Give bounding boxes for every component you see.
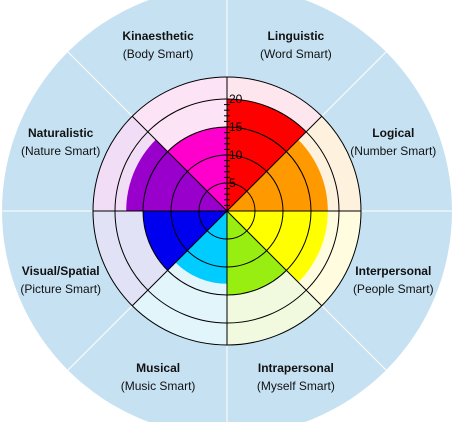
category-name: Naturalistic (28, 126, 94, 141)
radial-divider (131, 115, 228, 212)
category-name: Linguistic (267, 28, 325, 43)
tick-label: 20 (229, 92, 243, 106)
value-sector-visual-spatial (143, 211, 227, 271)
value-sector-interpersonal (227, 211, 328, 283)
value-sector-kinaesthetic (167, 127, 227, 211)
category-subtitle: (Body Smart) (122, 46, 194, 61)
category-label-kinaesthetic: Kinaesthetic (Body Smart) (98, 27, 218, 63)
value-sector-naturalistic (126, 139, 227, 211)
category-name: Musical (136, 361, 181, 376)
category-name: Visual/Spatial (21, 263, 100, 278)
category-name: Kinaesthetic (122, 28, 194, 43)
category-label-linguistic: Linguistic (Word Smart) (236, 27, 356, 63)
radial-divider (226, 210, 323, 307)
category-name: Interpersonal (355, 263, 432, 278)
category-name: Logical (372, 126, 415, 141)
category-label-visual-spatial: Visual/Spatial (Picture Smart) (1, 262, 121, 298)
tick-label: 15 (229, 120, 243, 134)
category-subtitle: (Picture Smart) (20, 281, 102, 296)
radial-divider (131, 210, 228, 307)
category-label-musical: Musical (Music Smart) (98, 359, 218, 395)
category-subtitle: (Myself Smart) (256, 379, 335, 394)
category-subtitle: (Number Smart) (350, 144, 437, 159)
category-subtitle: (People Smart) (352, 281, 434, 296)
category-name: Intrapersonal (257, 361, 334, 376)
category-label-intrapersonal: Intrapersonal (Myself Smart) (236, 359, 356, 395)
category-subtitle: (Nature Smart) (21, 144, 101, 159)
tick-label: 10 (229, 148, 243, 162)
category-label-logical: Logical (Number Smart) (333, 124, 453, 160)
category-subtitle: (Word Smart) (259, 46, 332, 61)
category-label-naturalistic: Naturalistic (Nature Smart) (1, 124, 121, 160)
category-label-interpersonal: Interpersonal (People Smart) (333, 262, 453, 298)
value-sector-intrapersonal (227, 211, 287, 295)
category-subtitle: (Music Smart) (120, 379, 196, 394)
tick-label: 5 (229, 176, 236, 190)
value-sector-linguistic (227, 99, 307, 211)
radial-divider (226, 115, 323, 212)
value-sector-logical (227, 139, 328, 211)
